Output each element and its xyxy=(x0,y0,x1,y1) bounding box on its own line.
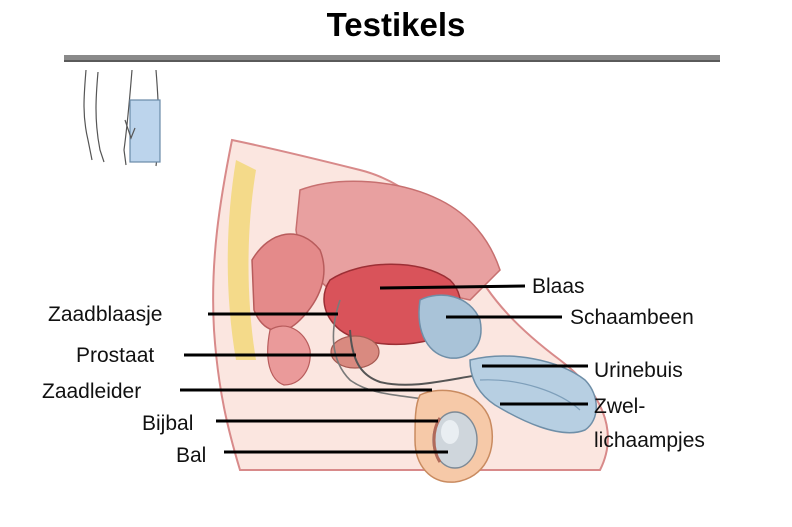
label-urinebuis: Urinebuis xyxy=(594,360,683,381)
leader-blaas xyxy=(380,286,525,288)
label-bijbal: Bijbal xyxy=(142,413,193,434)
pelvis-cross-section xyxy=(213,140,608,482)
label-bal: Bal xyxy=(176,445,206,466)
label-zwellichaampjes-line2: lichaampjes xyxy=(594,430,705,451)
label-zaadblaasje: Zaadblaasje xyxy=(48,304,162,325)
body-orientation-thumbnail xyxy=(84,70,160,166)
label-prostaat: Prostaat xyxy=(76,345,154,366)
label-schaambeen: Schaambeen xyxy=(570,307,694,328)
label-zaadleider: Zaadleider xyxy=(42,381,141,402)
label-blaas: Blaas xyxy=(532,276,585,297)
label-zwellichaampjes-line1: Zwel- xyxy=(594,396,645,417)
